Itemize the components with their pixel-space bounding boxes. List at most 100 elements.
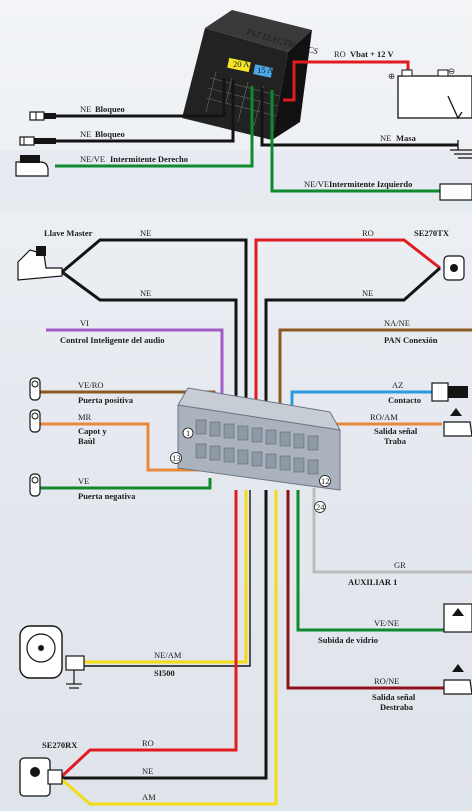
label-se270rx: SE270RX <box>42 740 78 750</box>
label-bloqueo-1-code: NE <box>80 104 91 114</box>
unlock-actuator-icon <box>443 664 472 695</box>
label-neam-code: NE/AM <box>154 650 182 660</box>
receiver-se270rx-icon <box>19 757 63 797</box>
label-ve-code: VE <box>78 476 89 486</box>
wire-mr <box>40 422 208 472</box>
svg-text:1: 1 <box>186 428 190 438</box>
wire-ve <box>40 478 212 490</box>
label-llave-ne-2: NE <box>140 288 151 298</box>
fuse-20a-label: 20 A <box>233 59 250 69</box>
central-connector <box>177 387 341 491</box>
wire-ne-bloqueo-1 <box>55 78 226 118</box>
label-izquierdo-code: NE/VE <box>304 179 329 189</box>
blinker-lamp-icon-left <box>439 183 472 201</box>
fuse-15a <box>253 64 273 78</box>
label-masa: Masa <box>396 133 417 143</box>
label-bloqueo-2: Bloqueo <box>95 129 125 139</box>
wire-neam-black <box>84 490 251 667</box>
lock-connector-icon-2 <box>19 136 56 146</box>
wire-gr <box>312 488 472 574</box>
wire-llave-ne-1 <box>61 238 248 460</box>
wire-llave-ne-2 <box>61 270 238 460</box>
label-vi-code: VI <box>80 318 89 328</box>
label-tx-ro: RO <box>362 228 374 238</box>
label-derecho: Intermitente Derecho <box>110 154 188 164</box>
wire-tx-ro <box>254 238 441 460</box>
ignition-contact-icon <box>431 382 468 402</box>
top-wires <box>55 60 458 193</box>
label-masa-code: NE <box>380 133 391 143</box>
label-vene: Subida de vidrio <box>318 635 378 645</box>
label-rx-ne: NE <box>142 766 153 776</box>
wire-ne-bloqueo-2 <box>55 80 235 143</box>
label-mr-1: Capot y <box>78 426 107 436</box>
siren-si500-icon <box>19 625 85 689</box>
svg-text:⊖: ⊖ <box>448 66 455 76</box>
background-band <box>0 150 472 212</box>
wire-neam <box>84 490 248 664</box>
door-switch-icon-positive <box>29 377 41 401</box>
label-roam-2: Traba <box>384 436 407 446</box>
label-derecho-code: NE/VE <box>80 154 105 164</box>
wire-tx-ne <box>264 266 441 460</box>
svg-text:⊕: ⊕ <box>388 71 395 81</box>
svg-text:12: 12 <box>321 476 330 486</box>
label-gr-code: GR <box>394 560 406 570</box>
wire-ro-vbat <box>283 60 410 102</box>
label-tx-ne: NE <box>362 288 373 298</box>
label-rx-ro: RO <box>142 738 154 748</box>
wire-rx-ro <box>58 490 238 780</box>
label-ve: Puerta negativa <box>78 491 136 501</box>
label-vi: Control Inteligente del audio <box>60 335 164 345</box>
label-neam: SI500 <box>154 668 175 678</box>
pin-13: 13 <box>170 452 182 464</box>
label-rone-2: Destraba <box>380 702 414 712</box>
transmitter-se270tx-icon <box>443 255 465 281</box>
label-az-code: AZ <box>392 380 403 390</box>
svg-text:24: 24 <box>316 502 325 512</box>
label-vene-code: VE/NE <box>374 618 399 628</box>
ground-icon <box>450 140 472 159</box>
label-llave-ne-1: NE <box>140 228 151 238</box>
lock-actuator-icon <box>443 408 472 437</box>
label-nane: PAN Conexión <box>384 335 438 345</box>
wire-ne-masa <box>260 88 458 147</box>
label-vero: Puerta positiva <box>78 395 134 405</box>
wire-neve-derecho <box>55 86 254 168</box>
blinker-lamp-icon-right <box>15 155 49 177</box>
wire-rx-am <box>59 490 278 806</box>
label-roam-1: Salida señal <box>374 426 418 436</box>
wire-vene <box>296 490 444 632</box>
door-switch-icon-negative <box>29 473 41 497</box>
label-ro-code: RO <box>334 49 346 59</box>
wire-neve-izquierdo <box>270 90 440 193</box>
label-mr-code: MR <box>78 412 92 422</box>
label-llave-master: Llave Master <box>44 228 93 238</box>
label-rx-am: AM <box>142 792 156 802</box>
lock-connector-icon-1 <box>29 111 56 121</box>
label-rone-1: Salida señal <box>372 692 416 702</box>
hood-switch-icon <box>29 409 41 433</box>
label-izquierdo: Intermitente Izquierdo <box>329 179 412 189</box>
label-bloqueo-1: Bloqueo <box>95 104 125 114</box>
label-bloqueo-2-code: NE <box>80 129 91 139</box>
pin-1: 1 <box>182 427 194 439</box>
label-se270tx: SE270TX <box>414 228 450 238</box>
fuse-15a-label: 15 A <box>257 65 274 75</box>
window-lift-icon <box>443 603 472 633</box>
label-mr-2: Baùl <box>78 436 96 446</box>
label-roam-code: RO/AM <box>370 412 398 422</box>
label-nane-code: NA/NE <box>384 318 410 328</box>
svg-text:13: 13 <box>172 453 181 463</box>
wire-rone <box>286 490 444 690</box>
label-gr: AUXILIAR 1 <box>348 577 397 587</box>
label-vbat: Vbat + 12 V <box>350 49 395 59</box>
wire-rx-ne <box>60 490 268 780</box>
main-wires <box>40 238 472 806</box>
label-rone-code: RO/NE <box>374 676 400 686</box>
label-az: Contacto <box>388 395 421 405</box>
label-vero-code: VE/RO <box>78 380 104 390</box>
fuse-20a <box>227 57 251 73</box>
pin-12: 12 <box>319 475 331 487</box>
